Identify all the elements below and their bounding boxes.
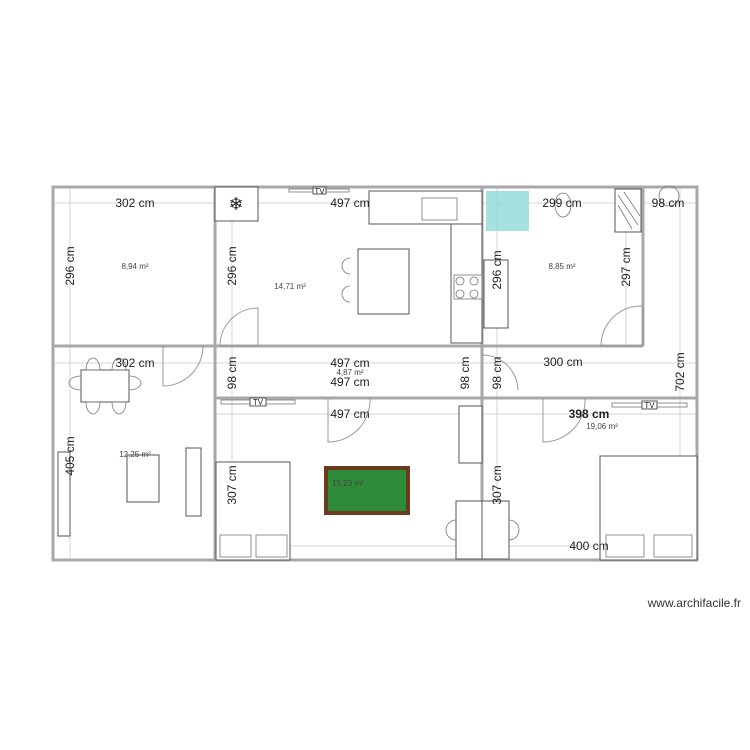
- area-label: 8,94 m²: [121, 262, 148, 271]
- area-label: 14,71 m²: [274, 282, 306, 291]
- dim-label: 300 cm: [543, 355, 582, 369]
- furniture: ❄: [57, 185, 698, 561]
- dim-label: 497 cm: [330, 407, 369, 421]
- dim-label: 497 cm: [330, 356, 369, 370]
- dim-label: 302 cm: [115, 196, 154, 210]
- tv-stand: [185, 447, 202, 517]
- desk: [455, 500, 483, 560]
- dim-label: 98 cm: [458, 357, 472, 390]
- fan-unit: [214, 186, 259, 222]
- snowflake-icon: ❄: [228, 194, 243, 214]
- bed: [599, 455, 698, 561]
- dim-label: 398 cm: [569, 407, 610, 421]
- dimension-guides: [53, 187, 697, 560]
- area-label: 15,23 m²: [332, 479, 364, 488]
- dim-label: 98 cm: [652, 196, 685, 210]
- dim-label: 307 cm: [225, 465, 239, 504]
- dim-label: 702 cm: [673, 352, 687, 391]
- cooktop: [453, 274, 483, 300]
- tv-label: TV: [644, 401, 655, 410]
- dim-label: 297 cm: [619, 247, 633, 286]
- area-label: 19,06 m²: [586, 422, 618, 431]
- billiard-table: [328, 470, 406, 511]
- area-label: 12,25 m²: [119, 450, 151, 459]
- sofa: [57, 451, 71, 537]
- dim-label: 307 cm: [490, 465, 504, 504]
- dim-label: 299 cm: [542, 196, 581, 210]
- dim-label: 400 cm: [569, 539, 608, 553]
- desk: [481, 500, 510, 560]
- area-label: 8,85 m²: [548, 262, 575, 271]
- dining-table: [80, 369, 130, 403]
- tvs: TV TV TV: [220, 186, 688, 410]
- sink-cabinet: [483, 259, 509, 329]
- tv-label: TV: [314, 187, 325, 196]
- labels: 302 cm 497 cm 299 cm 98 cm 296 cm 296 cm…: [63, 196, 741, 610]
- dim-label: 296 cm: [63, 246, 77, 285]
- dim-label: 497 cm: [330, 196, 369, 210]
- dim-label: 296 cm: [490, 250, 504, 289]
- kitchen-counter: [368, 190, 483, 225]
- dim-label: 302 cm: [115, 356, 154, 370]
- dim-label: 98 cm: [490, 357, 504, 390]
- dim-label: 296 cm: [225, 246, 239, 285]
- watermark: www.archifacile.fr: [647, 596, 741, 610]
- dim-label: 497 cm: [330, 375, 369, 389]
- rug: [486, 191, 529, 231]
- walls: [51, 185, 699, 562]
- dresser: [458, 405, 483, 464]
- doors[interactable]: [162, 305, 644, 443]
- dim-label: 98 cm: [225, 357, 239, 390]
- toilet: [554, 192, 572, 218]
- area-label: 4,87 m²: [336, 368, 363, 377]
- bed: [215, 461, 291, 561]
- kitchen-island: [357, 248, 410, 315]
- coffee-table: [126, 454, 160, 503]
- tv-label: TV: [253, 398, 264, 407]
- dim-label: 405 cm: [63, 436, 77, 475]
